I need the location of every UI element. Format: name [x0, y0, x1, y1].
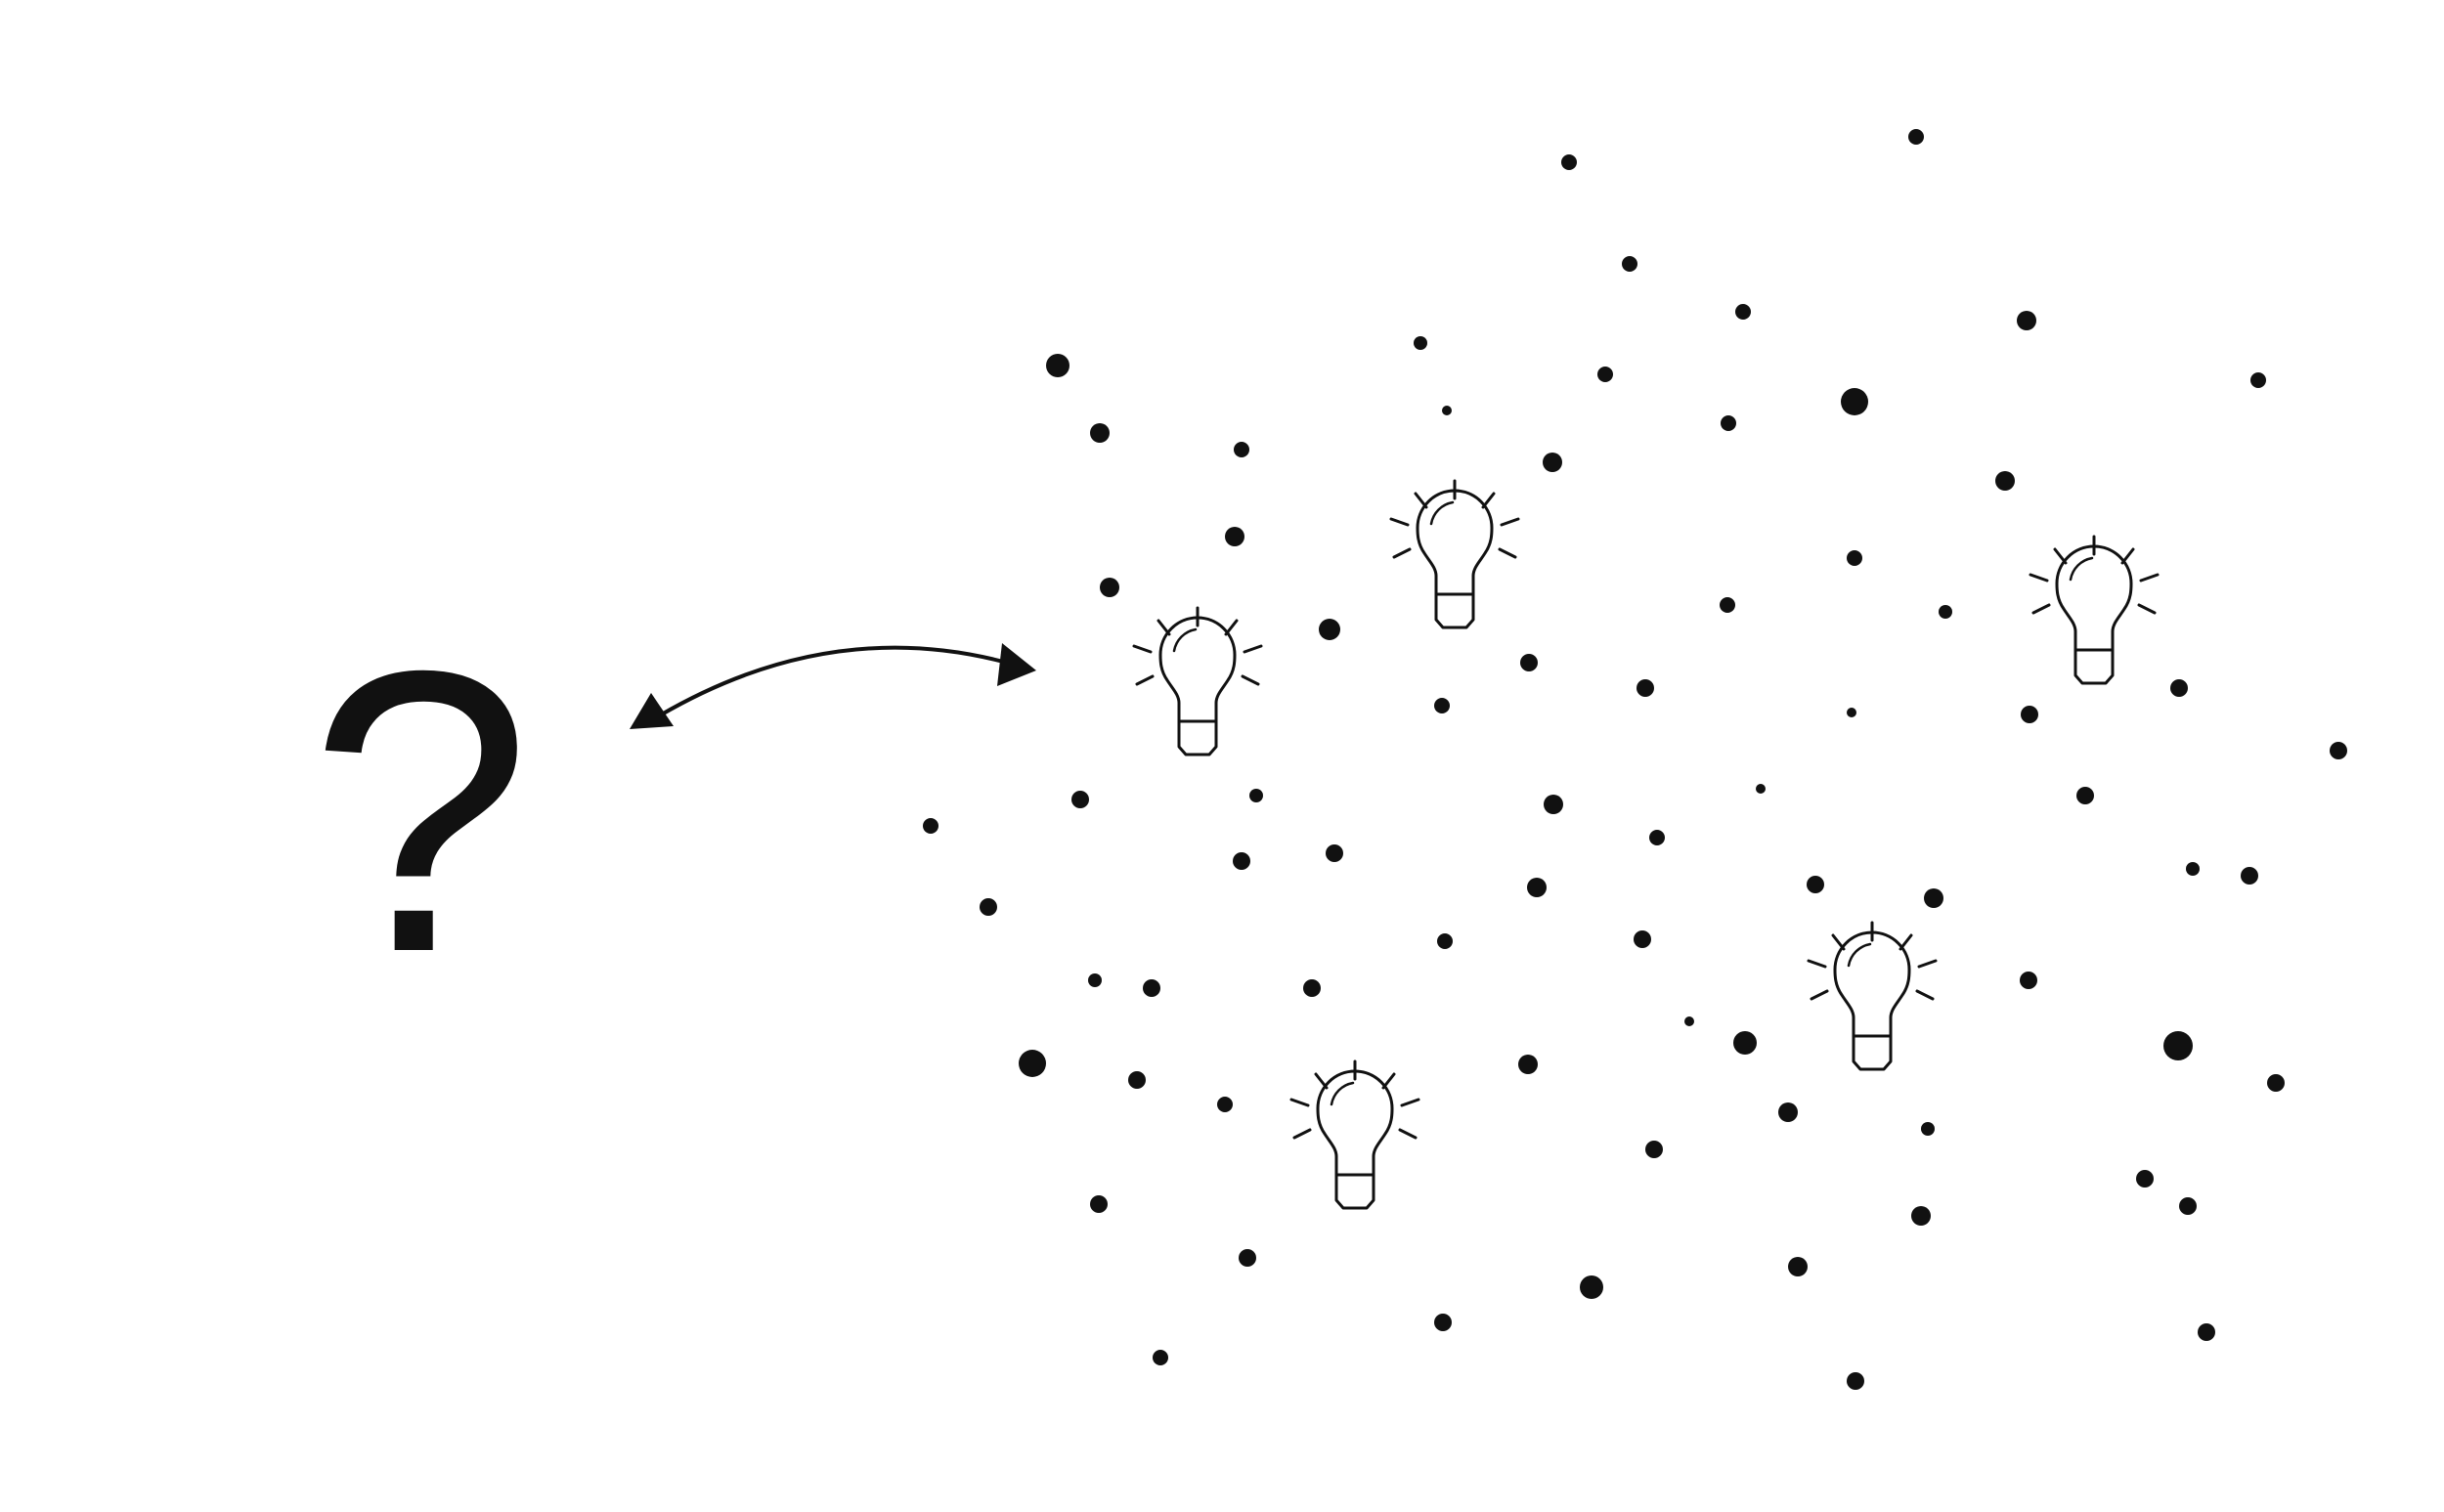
dot-marker — [1735, 304, 1751, 320]
dot-marker — [2170, 679, 2188, 697]
double-headed-curved-arrow — [630, 643, 1036, 729]
dot-marker — [2136, 1170, 2154, 1188]
dot-marker — [2020, 972, 2037, 989]
dot-marker — [1911, 1206, 1931, 1226]
dot-marker — [2198, 1323, 2215, 1341]
dot-marker — [1645, 1141, 1663, 1158]
dot-marker — [2017, 311, 2036, 330]
dot-marker — [1637, 679, 1654, 697]
dot-marker — [1733, 1031, 1757, 1055]
dot-marker — [1153, 1350, 1168, 1365]
dot-marker — [1128, 1071, 1146, 1089]
dot-marker — [1143, 979, 1160, 997]
dot-marker — [2163, 1031, 2193, 1060]
dot-marker — [1921, 1122, 1935, 1136]
dot-marker — [1720, 597, 1735, 613]
dot-marker — [1234, 442, 1249, 457]
lightbulb-icon — [1807, 921, 1938, 1071]
dot-marker — [1561, 154, 1577, 170]
dot-marker — [1249, 789, 1263, 802]
dot-marker — [1233, 852, 1250, 870]
dot-marker — [1520, 654, 1538, 671]
dot-marker — [1088, 973, 1102, 987]
dot-marker — [1634, 930, 1651, 948]
dot-marker — [1649, 830, 1665, 845]
lightbulb-icon — [2029, 535, 2160, 685]
dot-marker — [2267, 1074, 2285, 1092]
dot-marker — [1225, 527, 1244, 546]
dot-marker — [1847, 708, 1856, 717]
dot-marker — [1527, 878, 1547, 897]
dot-marker — [1319, 619, 1340, 640]
dot-marker — [1807, 876, 1824, 893]
dot-marker — [1434, 698, 1450, 713]
dot-marker — [923, 818, 938, 834]
dot-marker — [1544, 795, 1563, 814]
dot-marker — [2250, 372, 2266, 388]
dot-marker — [1543, 453, 1562, 472]
dot-marker — [1788, 1257, 1808, 1276]
dot-marker — [1518, 1055, 1538, 1074]
dot-marker — [1442, 406, 1452, 415]
dot-marker — [2186, 862, 2200, 876]
dot-marker — [980, 898, 997, 916]
dot-marker — [1721, 415, 1736, 431]
dot-marker — [1847, 1372, 1864, 1390]
dot-marker — [1847, 550, 1862, 566]
dot-marker — [1580, 1275, 1603, 1299]
dot-marker — [1924, 888, 1943, 908]
dot-marker — [1414, 336, 1427, 350]
dot-marker — [1622, 256, 1637, 272]
dot-marker — [1908, 129, 1924, 145]
dot-marker — [1217, 1097, 1233, 1112]
lightbulb-icon — [1132, 606, 1263, 756]
dot-marker — [1684, 1016, 1694, 1026]
question-mark-icon: ? — [308, 587, 533, 1035]
lightbulb-icon — [1289, 1059, 1420, 1210]
dot-marker — [1090, 423, 1110, 443]
dot-marker — [1995, 471, 2015, 491]
dot-marker — [1100, 578, 1119, 597]
dot-marker — [1303, 979, 1321, 997]
dot-marker — [1437, 933, 1453, 949]
dot-marker — [1090, 1195, 1108, 1213]
dot-marker — [1597, 367, 1613, 382]
lightbulb-icon — [1389, 479, 1520, 629]
dot-marker — [1434, 1314, 1452, 1331]
dot-marker — [1778, 1102, 1798, 1122]
dot-marker — [1239, 1249, 1256, 1267]
dot-marker — [1756, 784, 1766, 794]
dot-marker — [2021, 706, 2038, 723]
dot-marker — [1939, 605, 1952, 619]
dot-marker — [1071, 791, 1089, 808]
dot-marker — [1841, 388, 1868, 415]
dot-marker — [2330, 742, 2347, 759]
dot-marker — [2241, 867, 2258, 885]
dot-marker — [2179, 1197, 2197, 1215]
dot-marker — [1046, 354, 1069, 377]
dot-marker — [2076, 787, 2094, 804]
dot-marker — [1326, 844, 1343, 862]
dot-marker — [1019, 1050, 1046, 1077]
